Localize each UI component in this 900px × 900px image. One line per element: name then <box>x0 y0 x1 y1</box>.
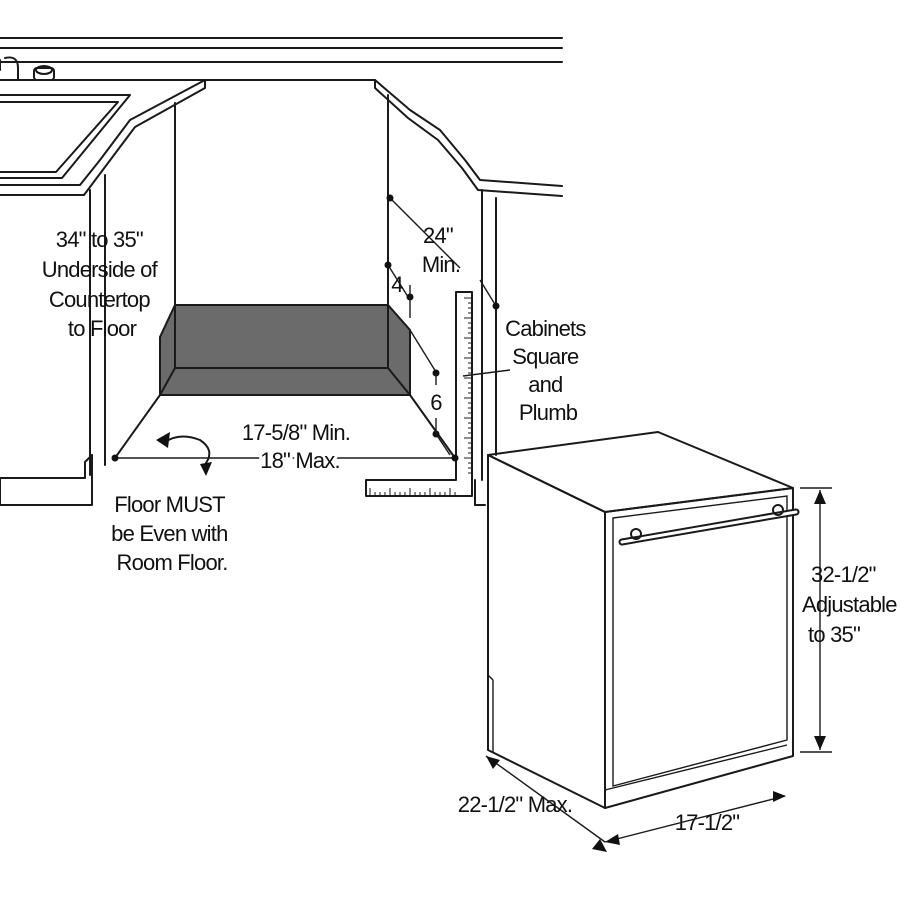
label-dim-4: 4 <box>391 272 403 297</box>
carpenter-square <box>365 291 473 497</box>
label-depth-max: 22-1/2" Max. <box>458 792 572 817</box>
countertop <box>0 37 563 197</box>
label-floor-note: Floor MUST be Even with Room Floor. <box>111 492 233 575</box>
labels: 34" to 35" Underside of Countertop to Fl… <box>42 223 900 835</box>
label-width-max: 18" Max. <box>260 448 340 473</box>
label-countertop-height: 34" to 35" Underside of Countertop to Fl… <box>42 227 162 341</box>
dimension-lines <box>111 194 832 852</box>
left-cabinet <box>0 174 106 506</box>
cabinet-opening <box>114 94 456 459</box>
sink <box>0 56 131 179</box>
label-height-adjustable: 32-1/2" Adjustable to 35" <box>802 562 900 647</box>
label-unit-width: 17-1/2" <box>675 810 740 835</box>
dishwasher <box>487 431 800 809</box>
label-opening-depth-min: Min. <box>422 252 460 277</box>
label-opening-depth: 24" <box>423 223 453 248</box>
floor-recess <box>159 304 411 396</box>
label-cabinets-square: Cabinets Square and Plumb <box>505 316 591 425</box>
label-dim-6: 6 <box>430 390 442 415</box>
right-cabinet <box>474 189 497 506</box>
label-width-min: 17-5/8" Min. <box>242 420 350 445</box>
